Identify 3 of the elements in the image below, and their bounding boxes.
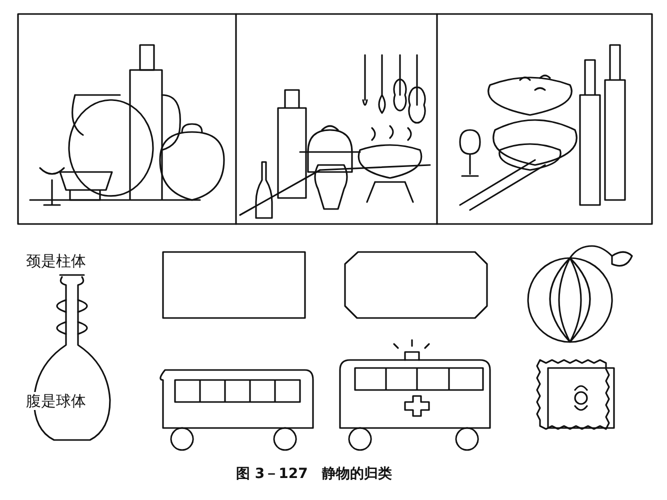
note-text: 腹是球体 [26, 392, 86, 410]
figure-caption: 图 3－127 静物的归类 [236, 466, 392, 483]
note-text: 颈是柱体 [26, 252, 86, 270]
